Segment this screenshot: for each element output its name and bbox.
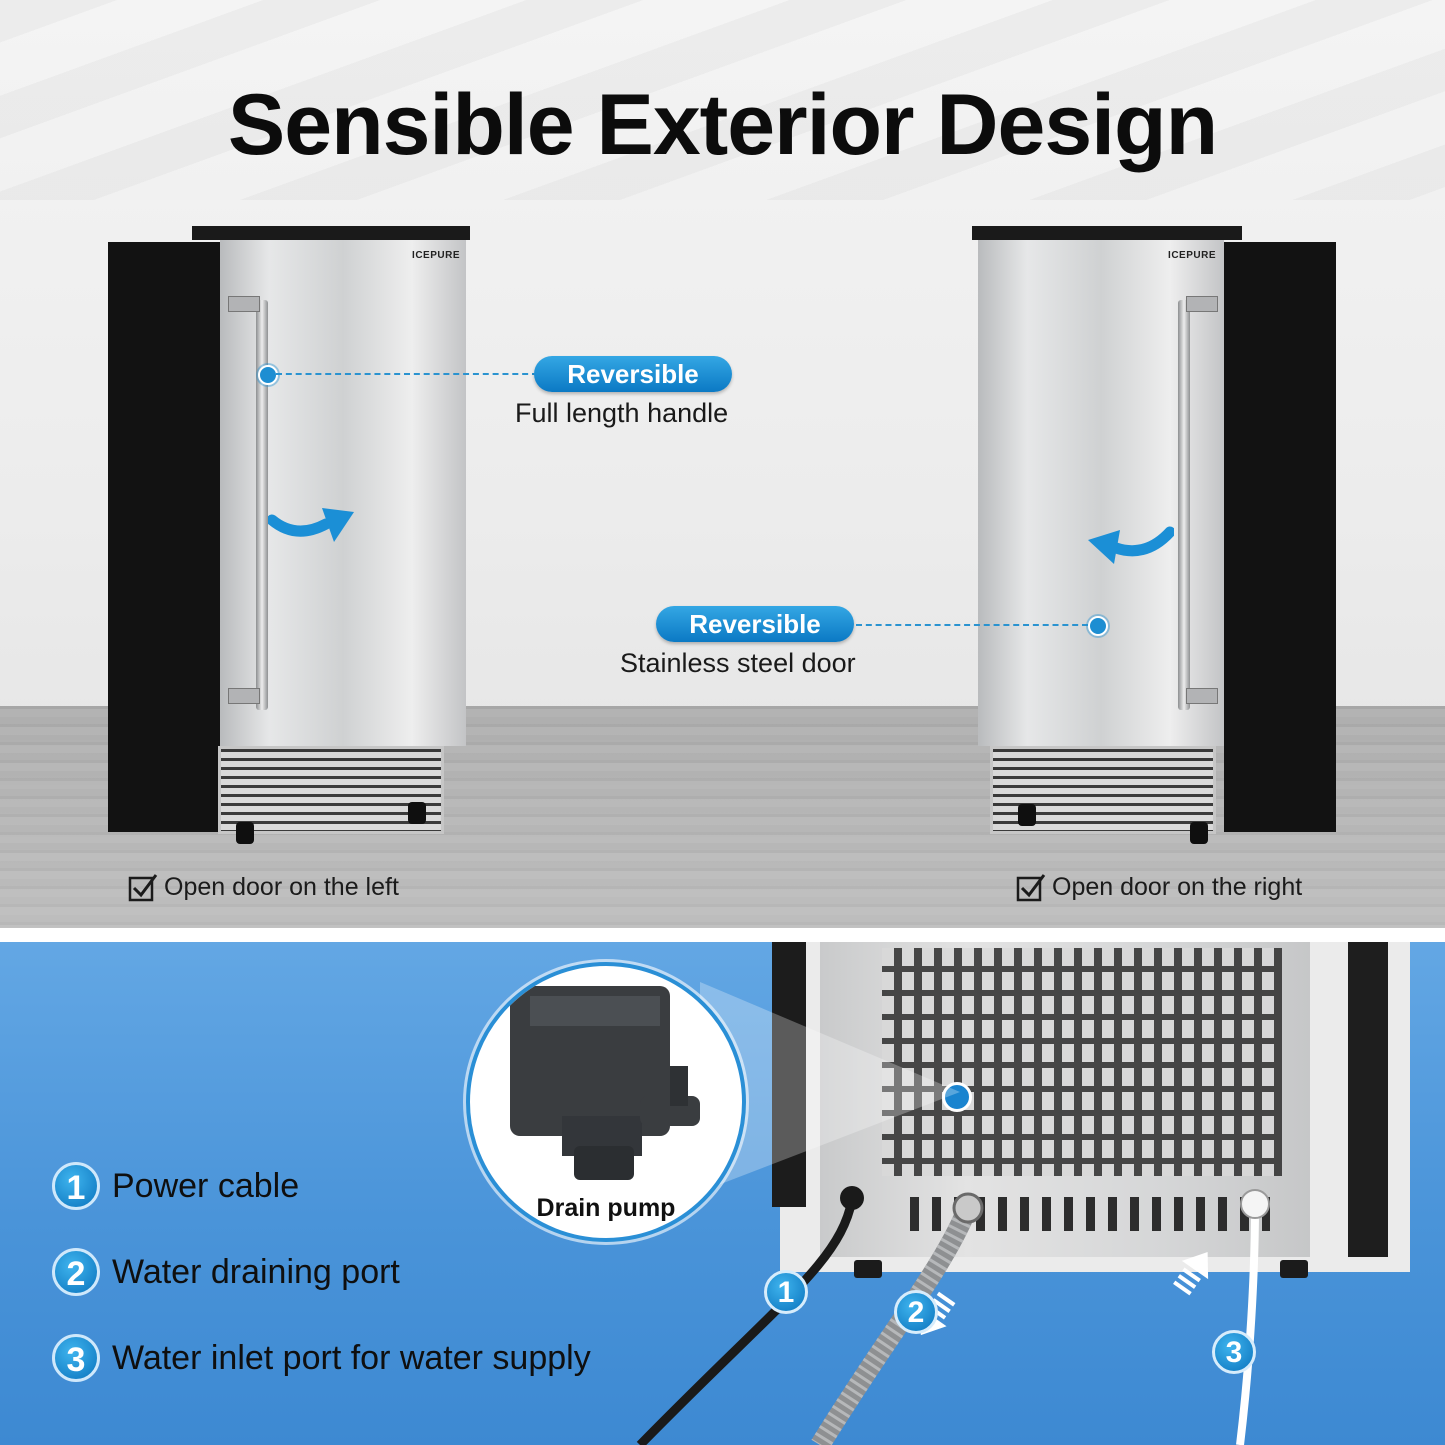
foot bbox=[408, 802, 426, 824]
legend-text: Power cable bbox=[112, 1166, 300, 1205]
ice-maker-right-hinge: ICEPURE bbox=[972, 226, 1336, 850]
foot bbox=[1190, 822, 1208, 844]
brand-logo: ICEPURE bbox=[1168, 250, 1216, 261]
handle-bracket-top bbox=[228, 296, 260, 312]
stainless-door: ICEPURE bbox=[978, 240, 1224, 746]
drain-pump-zoom: Drain pump bbox=[466, 962, 746, 1242]
legend-item-inlet-port: 3 Water inlet port for water supply bbox=[52, 1334, 591, 1382]
stainless-door: ICEPURE bbox=[220, 240, 466, 746]
handle-marker-dot bbox=[258, 365, 278, 385]
legend-text: Water inlet port for water supply bbox=[112, 1338, 591, 1377]
rear-panel bbox=[820, 942, 1310, 1257]
top-cap bbox=[972, 226, 1242, 240]
checkbox-checked-icon bbox=[1016, 874, 1046, 902]
curved-arrow-left-icon bbox=[1088, 526, 1174, 564]
up-arrow-icon bbox=[1173, 1251, 1209, 1296]
foot bbox=[236, 822, 254, 844]
legend-number: 1 bbox=[52, 1162, 100, 1210]
curved-arrow-right-icon bbox=[268, 508, 354, 542]
machine-rear bbox=[772, 942, 1410, 1278]
drain-pump-icon bbox=[510, 986, 700, 1180]
page-title: Sensible Exterior Design bbox=[227, 77, 1218, 173]
ice-maker-left-hinge: ICEPURE bbox=[108, 226, 470, 850]
cabinet-edge-left bbox=[772, 942, 806, 1207]
handle-bracket-bottom bbox=[228, 688, 260, 704]
drain-pump-label: Drain pump bbox=[536, 1194, 676, 1222]
callout-leader-line bbox=[856, 624, 1088, 626]
check-open-left: Open door on the left bbox=[128, 872, 399, 902]
front-grille bbox=[218, 746, 444, 834]
brand-logo: ICEPURE bbox=[412, 250, 460, 261]
foot bbox=[854, 1260, 882, 1278]
checkbox-checked-icon bbox=[128, 874, 158, 902]
door-handle bbox=[1178, 300, 1190, 710]
callout-text: Full length handle bbox=[515, 398, 729, 428]
legend-text: Water draining port bbox=[112, 1252, 400, 1291]
legend-number: 2 bbox=[52, 1248, 100, 1296]
legend-number: 3 bbox=[52, 1334, 100, 1382]
reversible-badge: Reversible bbox=[534, 356, 732, 392]
cabinet-side bbox=[108, 242, 226, 832]
rear-ports-panel: 1 2 3 Drain pump 1 Power cable 2 Water d… bbox=[0, 942, 1445, 1445]
wall-shadow bbox=[0, 0, 1445, 200]
foot bbox=[1280, 1260, 1308, 1278]
check-open-right: Open door on the right bbox=[1016, 872, 1302, 902]
handle-bracket-top bbox=[1186, 296, 1218, 312]
legend-item-drain-port: 2 Water draining port bbox=[52, 1248, 400, 1296]
callout-text: Stainless steel door bbox=[620, 648, 856, 678]
legend-item-power-cable: 1 Power cable bbox=[52, 1162, 299, 1210]
cabinet-edge-right bbox=[1348, 942, 1388, 1257]
callout-leader-line bbox=[276, 373, 538, 375]
front-grille bbox=[990, 746, 1216, 834]
ventilation-grid bbox=[882, 948, 1282, 1176]
check-label: Open door on the left bbox=[164, 872, 399, 901]
handle-bracket-bottom bbox=[1186, 688, 1218, 704]
cabinet-side bbox=[1224, 242, 1336, 832]
check-label: Open door on the right bbox=[1052, 872, 1303, 901]
top-cap bbox=[192, 226, 470, 240]
door-marker-dot bbox=[1088, 616, 1108, 636]
door-handle bbox=[256, 300, 268, 710]
badge-inlet-port: 3 bbox=[1212, 1330, 1256, 1374]
foot bbox=[1018, 804, 1036, 826]
badge-drain-port: 2 bbox=[894, 1290, 938, 1334]
badge-power-cable: 1 bbox=[764, 1270, 808, 1314]
pump-location-dot bbox=[942, 1082, 972, 1112]
reversible-badge: Reversible bbox=[656, 606, 854, 642]
exterior-design-panel: Sensible Exterior Design ICEPURE ICEPURE bbox=[0, 0, 1445, 928]
